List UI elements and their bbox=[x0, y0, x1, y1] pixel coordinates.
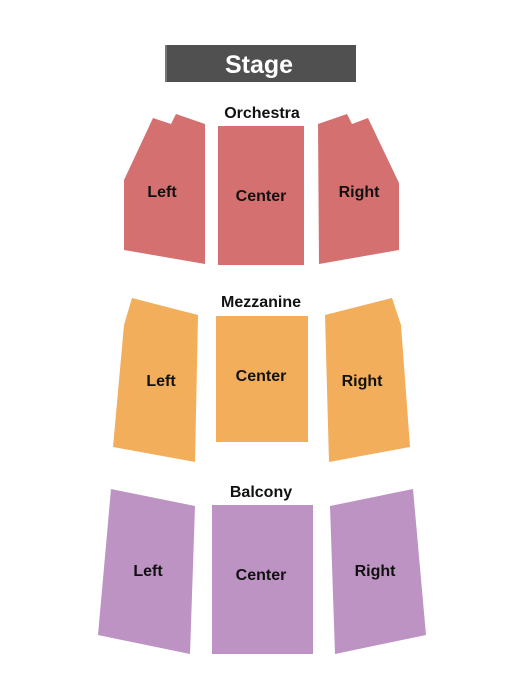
orchestra-right-label: Right bbox=[339, 184, 381, 201]
balcony-left-section[interactable] bbox=[98, 489, 195, 654]
orchestra-center-label: Center bbox=[236, 188, 287, 205]
balcony-right-section[interactable] bbox=[330, 489, 426, 654]
stage-label: Stage bbox=[225, 51, 293, 79]
balcony-left-label: Left bbox=[133, 563, 163, 580]
orchestra-left-label: Left bbox=[147, 184, 177, 201]
orchestra-center-section[interactable] bbox=[218, 126, 304, 265]
mezzanine-left-section[interactable] bbox=[113, 298, 198, 462]
orchestra-left-section[interactable] bbox=[124, 114, 205, 264]
mezzanine-center-label: Center bbox=[236, 368, 287, 385]
mezzanine-right-section[interactable] bbox=[325, 298, 410, 462]
orchestra-right-section[interactable] bbox=[318, 114, 399, 264]
balcony-center-section[interactable] bbox=[212, 505, 313, 654]
mezzanine-level-label: Mezzanine bbox=[221, 294, 301, 311]
mezzanine-right-label: Right bbox=[342, 373, 384, 390]
mezzanine-center-section[interactable] bbox=[216, 316, 308, 442]
stage-block bbox=[165, 45, 356, 82]
mezzanine-left-label: Left bbox=[146, 373, 176, 390]
balcony-right-label: Right bbox=[355, 563, 397, 580]
balcony-center-label: Center bbox=[236, 567, 287, 584]
balcony-level-label: Balcony bbox=[230, 484, 292, 501]
orchestra-level-label: Orchestra bbox=[224, 105, 300, 122]
